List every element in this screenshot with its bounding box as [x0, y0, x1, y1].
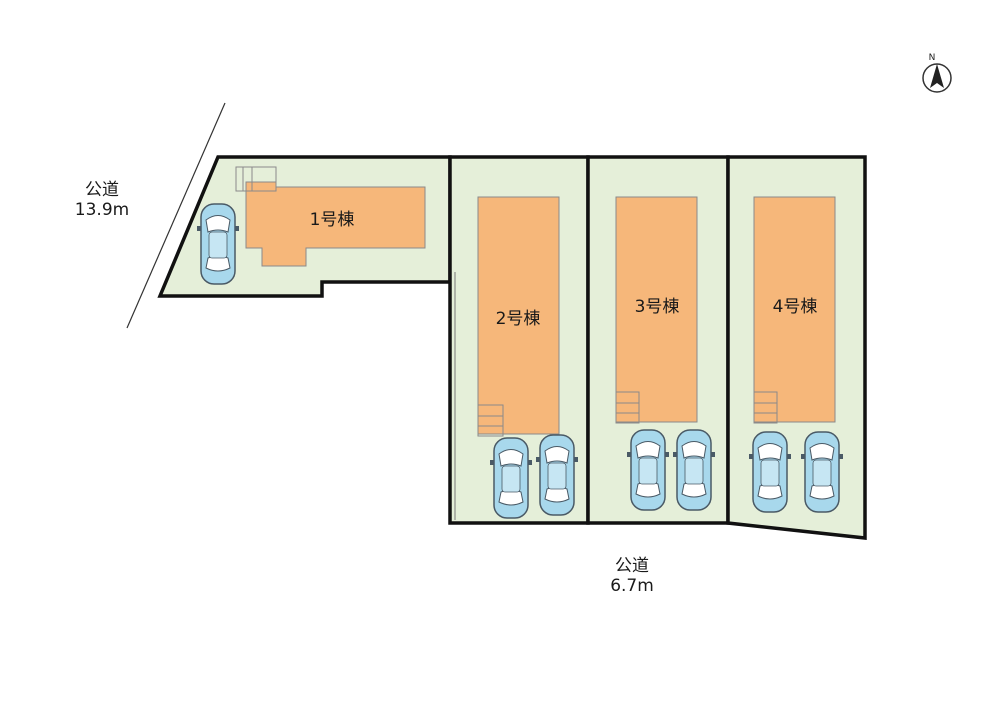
car-icon [672, 429, 716, 511]
building-3-label: 3号棟 [635, 297, 680, 317]
road-south-label: 公道 6.7m [592, 556, 672, 596]
building-2 [477, 196, 560, 435]
svg-text:N: N [929, 53, 936, 63]
building-3-porch [615, 391, 640, 424]
building-3 [615, 196, 698, 423]
building-2-label: 2号棟 [496, 309, 541, 329]
car-icon [800, 431, 844, 513]
building-1-label: 1号棟 [310, 210, 355, 230]
building-1-porch [235, 166, 277, 192]
road-west-label: 公道 13.9m [62, 180, 142, 220]
car-icon [535, 434, 579, 516]
car-icon [748, 431, 792, 513]
building-4-label: 4号棟 [773, 297, 818, 317]
car-icon [196, 203, 240, 285]
north-compass-icon: N [922, 53, 952, 93]
road-south-name: 公道 [615, 556, 649, 576]
building-4-porch [753, 391, 778, 424]
building-2-porch [477, 404, 504, 437]
road-west-name: 公道 [85, 180, 119, 200]
car-icon [626, 429, 670, 511]
building-1 [245, 181, 426, 267]
building-4 [753, 196, 836, 423]
road-west-width: 13.9m [74, 200, 130, 220]
road-south-width: 6.7m [610, 576, 654, 596]
road-edge-west [126, 102, 226, 329]
car-icon [489, 437, 533, 519]
